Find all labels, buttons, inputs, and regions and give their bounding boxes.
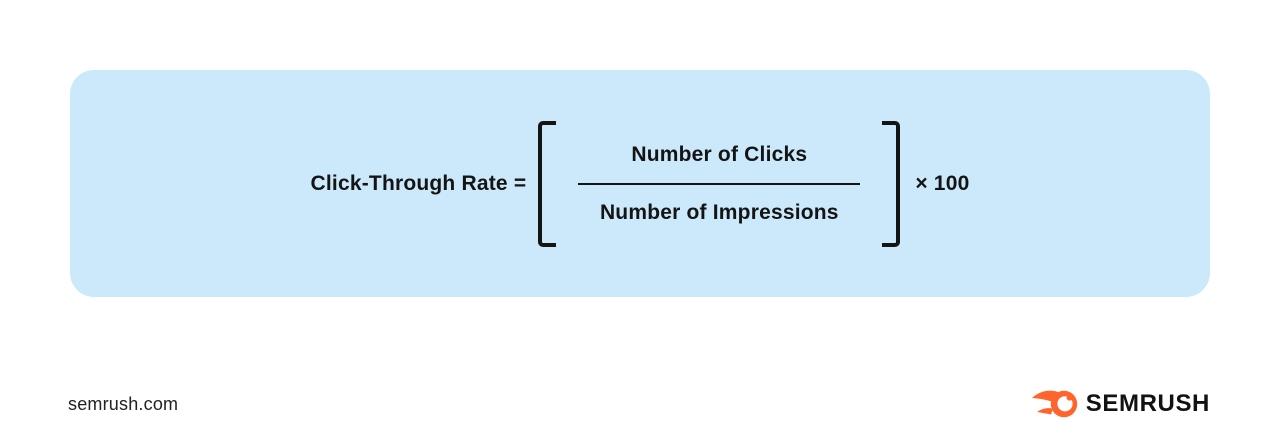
formula-multiplier: × 100 (915, 171, 970, 195)
semrush-flame-icon (1031, 390, 1077, 418)
fraction: Number of Clicks Number of Impressions (578, 142, 861, 225)
fraction-denominator: Number of Impressions (599, 200, 839, 224)
formula-lhs: Click-Through Rate = (310, 171, 527, 195)
semrush-logo-text: SEMRUSH (1085, 390, 1210, 417)
footer: semrush.com SEMRUSH (0, 385, 1280, 423)
formula-banner: Click-Through Rate = Number of Clicks Nu… (70, 70, 1210, 297)
fraction-divider-line (578, 182, 861, 185)
left-bracket-icon (538, 120, 557, 247)
fraction-numerator: Number of Clicks (631, 142, 808, 166)
right-bracket-icon (882, 120, 901, 247)
semrush-logo: SEMRUSH (1031, 388, 1210, 420)
ctr-formula: Click-Through Rate = Number of Clicks Nu… (310, 120, 970, 247)
website-url: semrush.com (68, 393, 179, 414)
